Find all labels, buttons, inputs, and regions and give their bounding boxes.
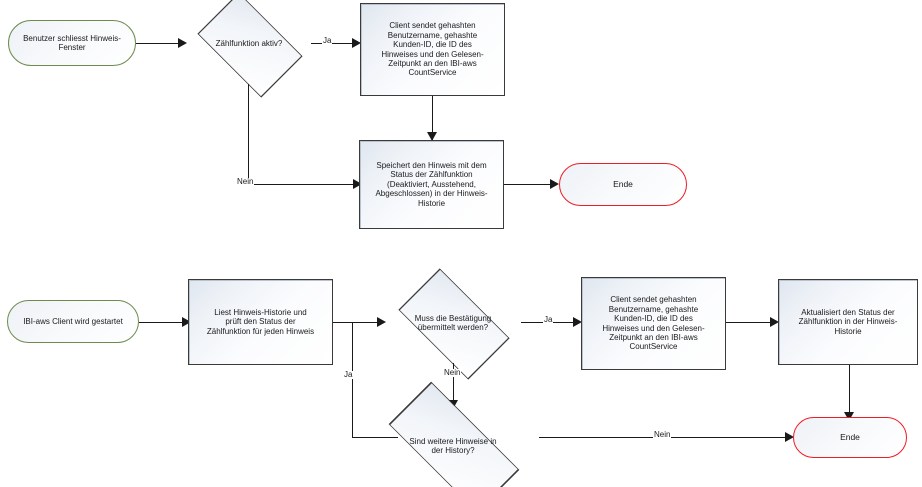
- decision-shape: [197, 0, 303, 98]
- node-ende-2[interactable]: Ende: [793, 417, 907, 458]
- node-label: Sind weitere Hinweise in der History?: [409, 436, 497, 455]
- edge-n4-n5-arrowhead: [550, 179, 559, 189]
- node-label: Ende: [840, 432, 860, 443]
- node-ibi-aws-client-wird-gestartet[interactable]: IBI-aws Client wird gestartet: [7, 300, 139, 343]
- edge-label-nein-2: Nein: [443, 368, 462, 377]
- node-zaehlfunktion-aktiv[interactable]: Zählfunktion aktiv?: [187, 0, 311, 98]
- edge-m1-m2-line: [139, 322, 187, 323]
- decision-shape: [388, 381, 520, 487]
- node-sind-weitere-hinweise-in-der-history[interactable]: Sind weitere Hinweise in der History?: [367, 381, 539, 487]
- edge-label-ja-3: Ja: [343, 370, 354, 379]
- node-label: Muss die Bestätigung übermittelt werden?: [414, 313, 492, 332]
- node-label: Benutzer schliesst Hinweis- Fenster: [23, 33, 121, 52]
- edge-m5-m7-line: [849, 365, 850, 418]
- node-label: Aktualisiert den Status der Zählfunktion…: [798, 307, 898, 336]
- edge-m2-m3-line: [333, 322, 381, 323]
- edge-m3-m6-line: [453, 363, 454, 408]
- node-ende-1[interactable]: Ende: [559, 163, 687, 206]
- edge-m4-m5-line: [726, 322, 776, 323]
- node-label: Ende: [613, 179, 633, 190]
- node-label: Zählfunktion aktiv?: [215, 39, 283, 49]
- edge-m3-m4-arrowhead: [573, 317, 582, 327]
- node-label: Speichert den Hinweis mit dem Status der…: [375, 160, 488, 208]
- edge-m6-m2-vline: [352, 322, 353, 438]
- edge-n2-n4-vline: [248, 84, 249, 184]
- edge-label-nein-1: Nein: [236, 177, 255, 186]
- edge-m4-m5-arrowhead: [770, 317, 779, 327]
- edge-label-ja-2: Ja: [543, 315, 554, 324]
- edge-n4-n5-line: [504, 184, 556, 185]
- edge-n2-n3-line: [311, 43, 356, 44]
- edge-n3-n4-arrowhead: [427, 132, 437, 141]
- node-liest-hinweis-historie[interactable]: Liest Hinweis-Historie und prüft den Sta…: [188, 279, 333, 365]
- edge-m1-m2-arrowhead: [182, 317, 191, 327]
- node-aktualisiert-den-status[interactable]: Aktualisiert den Status der Zählfunktion…: [778, 279, 918, 365]
- edge-m2-m3-arrowhead: [377, 317, 386, 327]
- node-muss-die-bestaetigung-uebermittelt-werden[interactable]: Muss die Bestätigung übermittelt werden?: [385, 268, 521, 380]
- edge-n1-n2-arrowhead: [178, 38, 187, 48]
- node-label: Client sendet gehashten Benutzername, ge…: [381, 21, 484, 78]
- node-benutzer-schliesst-hinweis-fenster[interactable]: Benutzer schliesst Hinweis- Fenster: [8, 20, 136, 66]
- edge-n2-n4-hline: [248, 184, 360, 185]
- node-speichert-den-hinweis[interactable]: Speichert den Hinweis mit dem Status der…: [359, 140, 504, 229]
- node-label: Client sendet gehashten Benutzername, ge…: [602, 295, 705, 352]
- edge-m6-m7-arrowhead: [785, 432, 794, 442]
- edge-n1-n2-line: [136, 43, 180, 44]
- edge-n3-n4-line: [432, 96, 433, 140]
- node-label: IBI-aws Client wird gestartet: [23, 316, 123, 326]
- edge-n2-n4-arrowhead: [353, 179, 362, 189]
- node-client-sendet-gehashten-1[interactable]: Client sendet gehashten Benutzername, ge…: [360, 3, 505, 96]
- edge-n2-n3-arrowhead: [352, 38, 361, 48]
- edge-m6-m2-hline: [352, 437, 398, 438]
- node-client-sendet-gehashten-2[interactable]: Client sendet gehashten Benutzername, ge…: [581, 277, 726, 370]
- edge-label-nein-3: Nein: [653, 430, 672, 439]
- edge-label-ja-1: Ja: [322, 36, 333, 45]
- node-label: Liest Hinweis-Historie und prüft den Sta…: [206, 307, 315, 336]
